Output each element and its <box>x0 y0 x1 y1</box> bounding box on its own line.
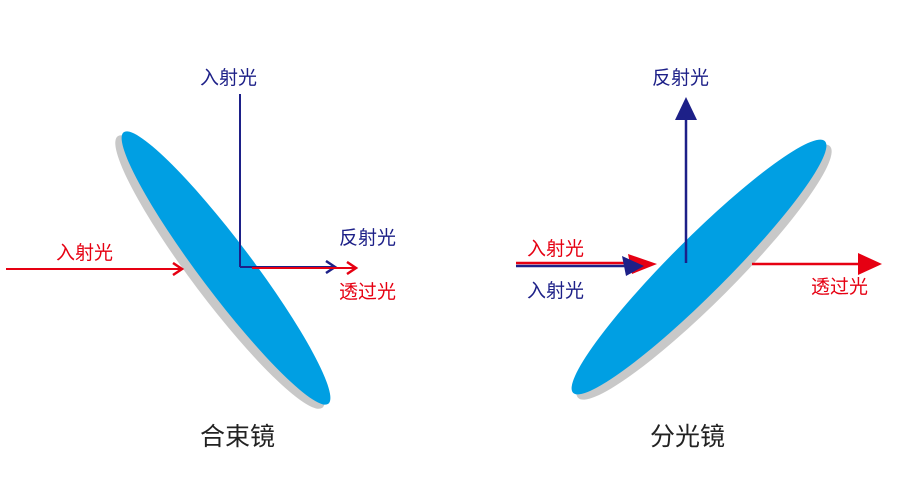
combiner-mirror-face <box>121 131 331 405</box>
splitter-reflected-arrowhead <box>675 97 697 120</box>
combiner-caption: 合束镜 <box>200 422 275 451</box>
beam-splitter-diagram: 反射光 入射光 入射光 透过光 分光镜 <box>516 67 882 451</box>
combiner-incident-left-label: 入射光 <box>56 242 113 264</box>
splitter-incident-blue-label: 入射光 <box>527 280 584 302</box>
beam-combiner-diagram: 入射光 入射光 反射光 透过光 合束镜 <box>6 67 396 451</box>
combiner-transmitted-label: 透过光 <box>339 281 396 303</box>
combiner-incident-top-label: 入射光 <box>200 67 257 89</box>
splitter-incident-blue-arrowhead <box>622 256 644 276</box>
splitter-reflected-label: 反射光 <box>652 67 709 89</box>
splitter-incident-red-label: 入射光 <box>527 238 584 260</box>
splitter-mirror-face <box>571 139 827 395</box>
splitter-transmitted-arrowhead <box>858 253 882 275</box>
splitter-transmitted-label: 透过光 <box>811 276 868 298</box>
splitter-caption: 分光镜 <box>650 422 725 451</box>
combiner-reflected-label: 反射光 <box>339 227 396 249</box>
